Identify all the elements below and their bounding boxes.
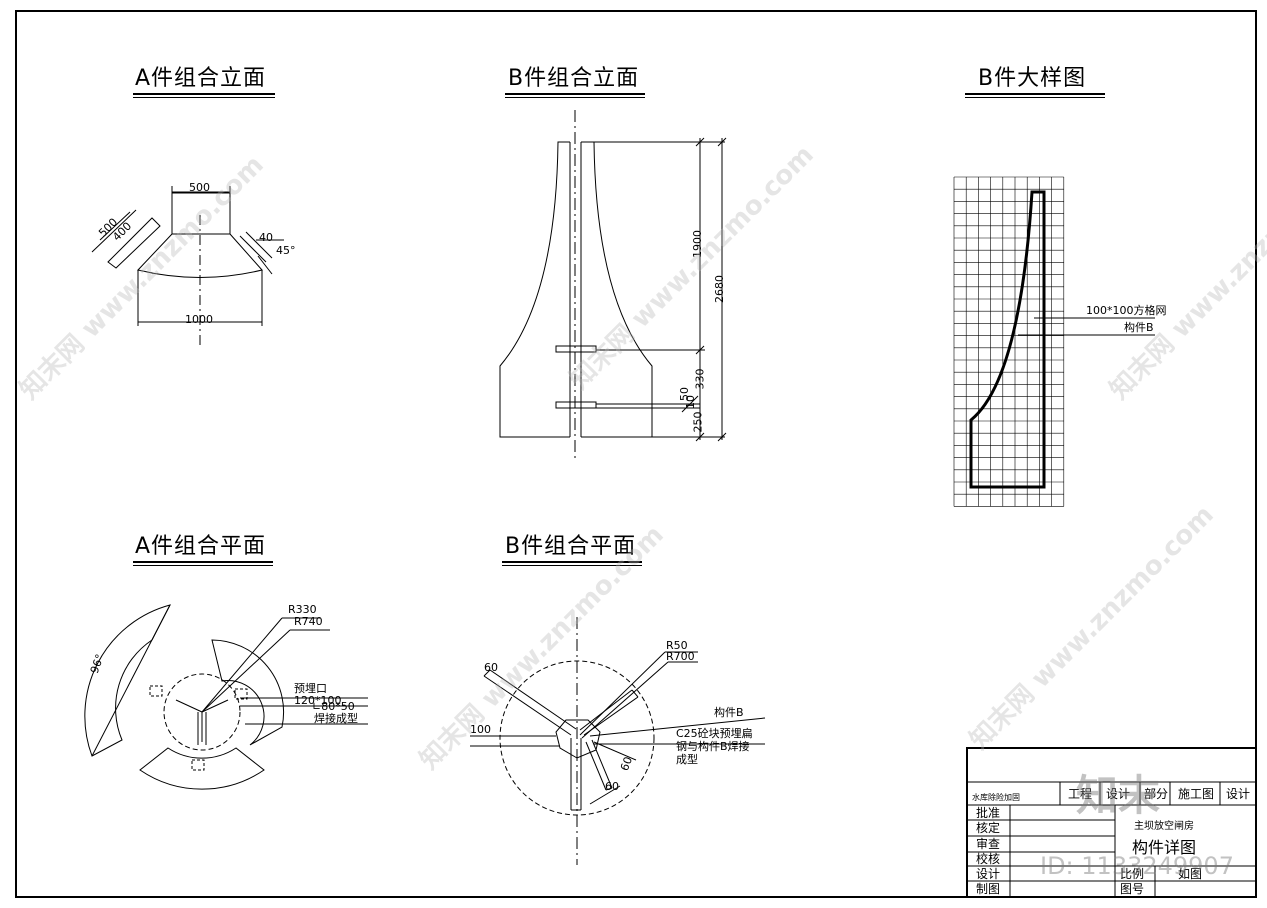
tb-row-draw: 制图 (976, 882, 1001, 896)
b-detail-member (969, 190, 1155, 489)
b-elevation-drawing (499, 110, 727, 460)
a-plan-title-rule2 (133, 565, 273, 566)
b-elevation-title-rule2 (505, 97, 645, 98)
tb-row-verify: 核定 (976, 821, 1001, 835)
a-elevation-drawing (91, 186, 284, 348)
b-plan-note-3: 成型 (676, 753, 698, 766)
b-plan-title: B件组合平面 (505, 534, 637, 559)
tb-row-check: 校核 (976, 852, 1001, 866)
tb-col-stage: 施工图 (1178, 787, 1215, 801)
a-elev-angle: 45° (276, 244, 296, 257)
a-plan-title-rule (133, 561, 273, 563)
b-plan-note-1: C25砼块预埋扁 (676, 727, 753, 740)
b-detail-title-rule2 (965, 97, 1105, 98)
b-plan-note-2: 钢与构件B焊接 (676, 740, 750, 753)
b-plan-dim-60-top: 60 (484, 661, 498, 674)
tb-sheet-subject: 主坝放空闸房 (1134, 821, 1194, 832)
tb-scale-value: 如图 (1178, 867, 1203, 881)
sheet-border (15, 10, 1257, 898)
b-plan-member-label: 构件B (714, 706, 744, 719)
a-plan-r-inner: R330 (288, 603, 317, 616)
b-elev-dim-small2: 10 (684, 395, 697, 409)
b-detail-member-label: 构件B (1124, 321, 1154, 334)
tb-project-name: 水库除险加固 (972, 793, 1020, 802)
a-plan-note-3: ∟80*50 (312, 700, 355, 713)
tb-row-review: 审查 (976, 837, 1001, 851)
tb-drawing-no-label: 图号 (1120, 882, 1145, 896)
tb-drawing-title: 构件详图 (1132, 838, 1197, 857)
a-plan-drawing (84, 604, 368, 790)
tb-col-design: 设计 (1106, 787, 1131, 801)
a-plan-r-outer: R740 (294, 615, 323, 628)
b-plan-drawing (470, 617, 766, 865)
b-plan-title-rule (502, 561, 642, 563)
watermark-brand: 知末 (1076, 771, 1161, 820)
tb-col-part: 部分 (1144, 787, 1169, 801)
b-plan-title-rule2 (502, 565, 642, 566)
b-plan-r-small: R50 (666, 639, 688, 652)
tb-col-project: 工程 (1068, 787, 1093, 801)
b-elev-dim-base: 250 (691, 411, 705, 433)
b-plan-r-large: R700 (666, 650, 695, 663)
a-elevation-title-rule2 (133, 97, 275, 98)
a-plan-note-4: 焊接成型 (314, 712, 358, 725)
a-plan-title: A件组合平面 (135, 534, 267, 559)
tb-scale-label: 比例 (1120, 867, 1145, 881)
b-plan-dim-100: 100 (470, 723, 491, 736)
b-elev-dim-mid: 330 (693, 368, 707, 390)
a-elev-dim-thickness: 40 (259, 231, 273, 244)
b-elevation-title-rule (505, 93, 645, 95)
title-block-frame (966, 747, 1257, 898)
a-elev-dim-top: 500 (189, 181, 210, 194)
b-detail-title-rule (965, 93, 1105, 95)
b-plan-dim-60-bottom: 60 (605, 780, 619, 793)
a-elevation-title: A件组合立面 (135, 66, 267, 91)
a-plan-note-1: 预埋口 (294, 682, 327, 695)
b-detail-title: B件大样图 (978, 66, 1087, 91)
tb-col-design2: 设计 (1226, 787, 1251, 801)
watermark-id: ID: 1133249907 (1040, 852, 1234, 880)
a-elevation-title-rule (133, 93, 275, 95)
tb-row-approve: 批准 (976, 806, 1001, 820)
b-elevation-title: B件组合立面 (508, 66, 640, 91)
b-elev-dim-total: 2680 (713, 275, 726, 303)
b-detail-grid-label: 100*100方格网 (1086, 304, 1167, 317)
a-elev-dim-bottom: 1000 (185, 313, 213, 326)
a-plan-note-2: 120*100 (294, 694, 342, 707)
tb-row-design: 设计 (976, 867, 1001, 881)
